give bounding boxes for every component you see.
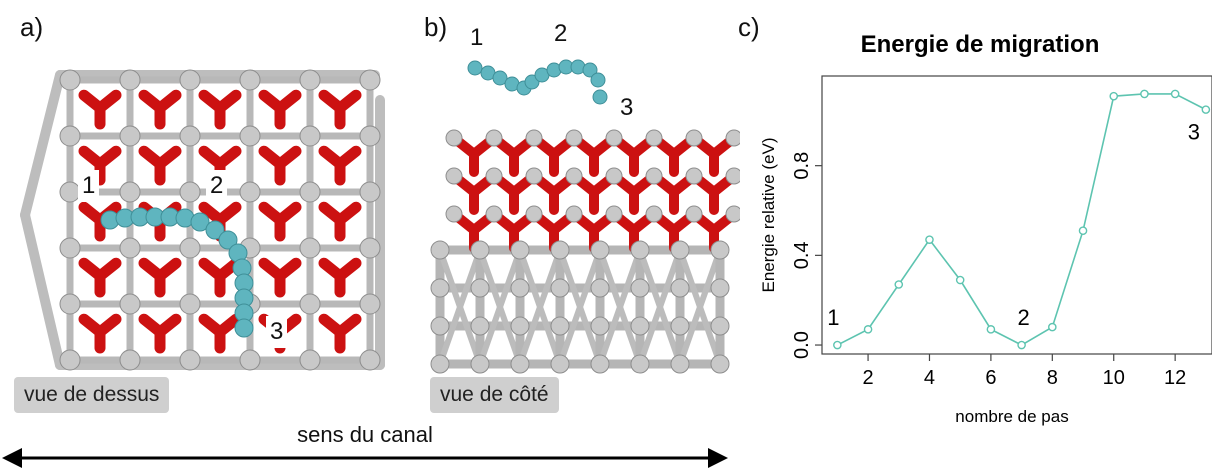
energy-data-point [1170,89,1180,99]
y-tick-label: 0.0 [791,331,813,359]
side-view-site-label-1: 1 [470,24,484,51]
energy-data-point [833,340,842,350]
energy-data-point [1109,91,1119,101]
chart-annotation: 2 [1017,305,1029,330]
x-tick-label: 6 [985,367,996,389]
energy-migration-chart: Energie de migration nombre de pas Energ… [759,31,1212,426]
x-tick-label: 8 [1047,367,1058,389]
top-view-site-label-3: 3 [266,316,288,348]
energy-data-point [1201,105,1211,114]
energy-data-point [1140,89,1149,99]
y-tick-label: 0.8 [791,152,813,180]
energy-data-point [1017,340,1026,350]
top-view-site-label-2: 2 [206,170,228,202]
side-view-migration-path-atoms [467,59,608,105]
top-view-site-label-1: 1 [78,170,100,202]
chart-title: Energie de migration [861,31,1100,58]
canal-direction-arrow [2,448,728,468]
x-tick-label: 10 [1103,367,1125,389]
x-tick-label: 4 [924,367,935,389]
chart-annotation: 3 [1188,120,1200,145]
migration-path-atoms [100,207,254,338]
chart-annotation: 1 [827,305,839,330]
x-axis-label: nombre de pas [955,407,1068,426]
top-view-grid [59,69,381,371]
canal-direction-label: sens du canal [297,422,433,447]
energy-data-point [863,325,873,334]
plot-frame [821,75,1212,355]
top-view-caption: vue de dessus [14,377,170,413]
side-view-grid [430,129,740,374]
side-view-caption: vue de côté [430,377,559,413]
side-view-site-label-3: 3 [620,94,634,121]
energy-data-point [955,275,965,285]
energy-data-point [925,235,934,244]
side-view-site-label-2: 2 [554,20,568,47]
top-view-structure [20,69,385,371]
panel-letter-c: c) [738,12,760,42]
x-tick-label: 12 [1164,367,1186,389]
y-axis-label: Energie relative (eV) [759,138,778,293]
y-tick-label: 0.4 [791,241,813,269]
panel-letter-b: b) [424,12,448,42]
x-tick-label: 2 [863,367,874,389]
top-view-lattice-bonds [20,70,385,370]
panel-letter-a: a) [20,12,44,42]
side-view-structure [430,59,740,374]
energy-data-point [1078,226,1088,235]
energy-data-point [894,280,904,289]
energy-data-point [1048,322,1057,332]
energy-data-point [986,325,996,334]
